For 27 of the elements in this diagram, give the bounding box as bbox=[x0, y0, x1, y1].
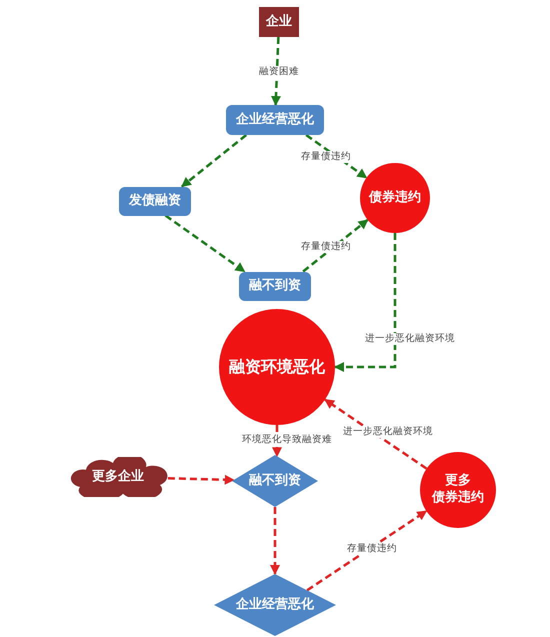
arrow bbox=[324, 398, 428, 470]
decision-diamond: 融不到资 bbox=[232, 455, 318, 507]
edge-label: 存量债违约 bbox=[300, 241, 352, 253]
arrow bbox=[168, 474, 235, 485]
edge-label: 存量债违约 bbox=[346, 543, 398, 555]
arrow bbox=[306, 510, 428, 592]
arrow bbox=[305, 134, 368, 179]
arrow bbox=[270, 36, 281, 106]
decision-diamond: 企业经营恶化 bbox=[214, 574, 336, 636]
arrow bbox=[334, 233, 396, 372]
edge-label: 环境恶化导致融资难 bbox=[241, 434, 333, 446]
arrow bbox=[164, 214, 246, 273]
process-box: 融不到资 bbox=[239, 272, 311, 300]
edge-label: 进一步恶化融资环境 bbox=[364, 333, 456, 345]
edge-label: 进一步恶化融资环境 bbox=[342, 426, 434, 438]
start-box: 企业 bbox=[259, 7, 299, 37]
arrow bbox=[302, 218, 368, 272]
process-box: 企业经营恶化 bbox=[226, 105, 324, 135]
circle-node: 债券违约 bbox=[360, 163, 430, 233]
circle-node: 更多债券违约 bbox=[420, 452, 496, 528]
process-box: 发债融资 bbox=[119, 186, 191, 216]
arrow bbox=[181, 134, 248, 188]
edge-label: 存量债违约 bbox=[300, 151, 352, 163]
edge-label: 融资困难 bbox=[258, 66, 300, 78]
cloud-shape: 更多企业 bbox=[68, 457, 168, 497]
circle-node: 融资环境恶化 bbox=[219, 309, 335, 425]
arrow bbox=[270, 507, 280, 575]
